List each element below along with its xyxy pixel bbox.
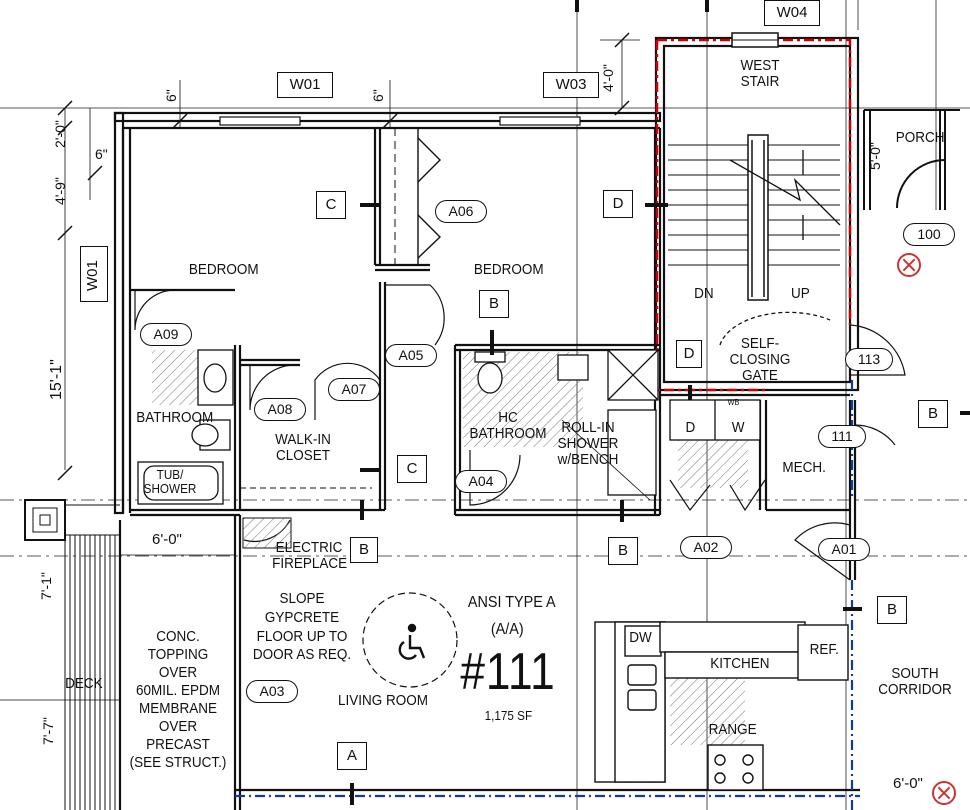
dim-7-7: 7'-7" — [40, 717, 56, 745]
section-tag-b-1: B — [479, 290, 509, 318]
section-tag-b-5: B — [918, 400, 948, 428]
turning-circle — [362, 592, 458, 688]
conc-note-text: CONC. TOPPING OVER 60MIL. EPDM MEMBRANE … — [129, 628, 227, 771]
room-west-stair: WEST STAIR — [738, 58, 783, 90]
window-tag-w04: W04 — [764, 0, 820, 26]
dim-7-1: 7'-1" — [38, 572, 54, 600]
stair-dn: DN — [694, 285, 714, 302]
south-corridor-text: SOUTH CORRIDOR — [878, 665, 952, 698]
self-closing-gate: SELF-CLOSING GATE — [711, 336, 810, 383]
stair-up: UP — [791, 285, 810, 302]
tub-shower-text: TUB/ SHOWER — [143, 467, 197, 496]
fixture-x-marker-2 — [932, 781, 956, 805]
dishwasher-label: DW — [629, 629, 652, 646]
room-bathroom: BATHROOM — [136, 409, 214, 426]
dim-4-9: 4'-9" — [52, 177, 68, 205]
self-closing-gate-text: SELF-CLOSING GATE — [729, 335, 791, 384]
door-tag-a02: A02 — [680, 536, 732, 559]
room-hc-bathroom: HC BATHROOM — [468, 410, 549, 442]
roll-in-shower-text: ROLL-IN SHOWER w/BENCH — [557, 419, 619, 468]
fixture-x-marker-1 — [897, 253, 921, 277]
dim-2-0: 2'-0" — [52, 120, 68, 148]
room-south-corridor: SOUTH CORRIDOR — [875, 666, 956, 698]
door-tag-100: 100 — [903, 223, 955, 246]
window-tag-w01: W01 — [277, 72, 333, 98]
section-tag-c-2: C — [397, 455, 427, 483]
door-tag-a05: A05 — [385, 344, 437, 367]
door-tag-a07: A07 — [328, 378, 380, 401]
door-tag-a08: A08 — [254, 398, 306, 421]
unit-area: 1,175 SF — [484, 708, 533, 723]
section-tag-d-2: D — [676, 340, 702, 368]
door-tag-a04: A04 — [455, 470, 507, 493]
window-tag-w01-side-text: W01 — [84, 260, 101, 291]
room-kitchen: KITCHEN — [710, 655, 770, 672]
door-tag-a01: A01 — [818, 538, 870, 561]
section-tag-b-3: B — [608, 537, 638, 565]
room-bedroom-left: BEDROOM — [188, 261, 259, 278]
room-porch: PORCH — [895, 129, 945, 146]
dim-6in-top-left: 6" — [163, 89, 179, 102]
slope-note-text: SLOPE GYPCRETE FLOOR UP TO DOOR AS REQ. — [252, 590, 352, 664]
room-deck: DECK — [65, 675, 103, 692]
dim-6-0-deck: 6'-0" — [152, 531, 182, 548]
room-walkin-closet: WALK-IN CLOSET — [272, 432, 335, 464]
range-label: RANGE — [708, 721, 757, 738]
door-tag-a03: A03 — [246, 680, 298, 703]
dim-15-1: 15'-1" — [48, 359, 65, 400]
room-bedroom-right: BEDROOM — [473, 261, 544, 278]
dim-6-0-corridor: 6'-0" — [893, 775, 923, 792]
door-tag-111: 111 — [818, 425, 866, 448]
deck-boards — [24, 499, 120, 810]
wheelchair-icon — [398, 623, 426, 660]
section-tag-c-1: C — [316, 191, 346, 219]
tub-shower: TUB/ SHOWER — [143, 468, 197, 495]
west-stair-label: WEST STAIR — [740, 57, 780, 90]
section-tag-d-1: D — [603, 190, 633, 218]
electric-fireplace: ELECTRIC FIREPLACE — [272, 539, 348, 572]
dim-6in-left: 6" — [95, 146, 108, 162]
electric-fireplace-text: ELECTRIC FIREPLACE — [272, 539, 348, 572]
room-mech: MECH. — [782, 459, 826, 476]
dim-4-0: 4'-0" — [600, 64, 616, 92]
section-tag-b-4: B — [877, 596, 907, 624]
section-tag-b-2: B — [350, 537, 378, 563]
room-roll-in-shower: ROLL-IN SHOWER w/BENCH — [552, 420, 624, 467]
refrigerator-label: REF. — [809, 641, 839, 658]
window-tag-w01-side: W01 — [80, 246, 108, 302]
conc-topping-note: CONC. TOPPING OVER 60MIL. EPDM MEMBRANE … — [128, 628, 229, 772]
door-tag-a06: A06 — [435, 200, 487, 223]
room-living-room: LIVING ROOM — [338, 692, 429, 709]
cabinet-w: W — [731, 419, 745, 436]
unit-number: #111 — [460, 643, 556, 701]
hc-bathroom-text: HC BATHROOM — [469, 409, 547, 442]
unit-aa: (A/A) — [490, 621, 524, 638]
door-tag-113: 113 — [845, 348, 893, 371]
door-tag-a09: A09 — [140, 323, 192, 346]
slope-gypcrete-note: SLOPE GYPCRETE FLOOR UP TO DOOR AS REQ. — [244, 590, 359, 665]
window-tag-w03: W03 — [543, 72, 599, 98]
washer-box-label: WB — [727, 398, 740, 407]
cabinet-d: D — [685, 419, 696, 436]
unit-ansi-type: ANSI TYPE A — [467, 594, 556, 611]
dim-5-0: 5'-0" — [867, 142, 883, 170]
walkin-closet-text: WALK-IN CLOSET — [275, 431, 331, 464]
section-tag-a: A — [337, 742, 367, 770]
dim-6in-top-mid: 6" — [370, 89, 386, 102]
